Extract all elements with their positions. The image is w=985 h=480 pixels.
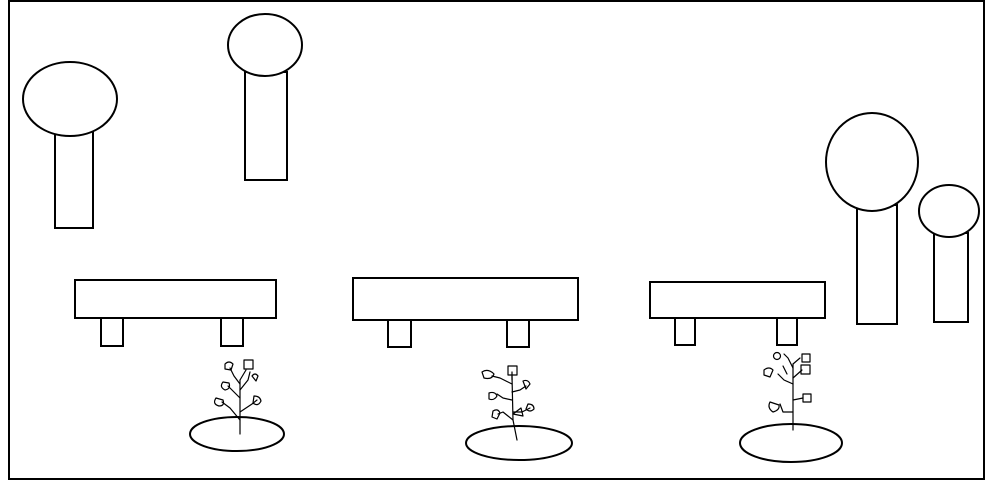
tree-4-crown	[918, 184, 980, 238]
bench-1-leg-right	[220, 317, 244, 347]
bench-2-leg-right	[506, 319, 530, 348]
tree-4-trunk	[933, 232, 969, 323]
tree-4	[918, 184, 980, 323]
frame-border	[8, 0, 985, 480]
tree-2-trunk	[244, 71, 288, 181]
tree-1-trunk	[54, 129, 94, 229]
bench-1	[74, 279, 277, 347]
tree-2-crown	[227, 13, 303, 77]
flower-plant-2-blossoms	[481, 365, 535, 420]
tree-3-crown	[825, 112, 919, 212]
bench-1-seat	[74, 279, 277, 319]
tree-1-crown	[22, 61, 118, 137]
flower-plant-1-stem	[221, 367, 258, 435]
bench-2-leg-left	[387, 319, 412, 348]
flower-plant-1-pot	[189, 416, 285, 452]
bench-3-leg-left	[674, 317, 696, 346]
flower-plant-3-blossoms	[763, 351, 812, 413]
tree-1	[22, 61, 118, 229]
flower-plant-2	[465, 365, 573, 461]
bench-2-seat	[352, 277, 579, 321]
tree-3-trunk	[856, 204, 898, 325]
tree-3	[825, 112, 919, 325]
flower-plant-3-pot	[739, 423, 843, 463]
bench-3	[649, 281, 826, 346]
bench-1-leg-left	[100, 317, 124, 347]
tree-2	[227, 13, 303, 181]
bench-3-leg-right	[776, 317, 798, 346]
flower-plant-1-blossoms	[213, 359, 262, 407]
flower-plant-2-pot	[465, 425, 573, 461]
bench-2	[352, 277, 579, 348]
flower-plant-3	[739, 351, 843, 463]
flower-plant-3-stem	[777, 353, 804, 431]
bench-3-seat	[649, 281, 826, 319]
flower-plant-1	[189, 359, 285, 452]
